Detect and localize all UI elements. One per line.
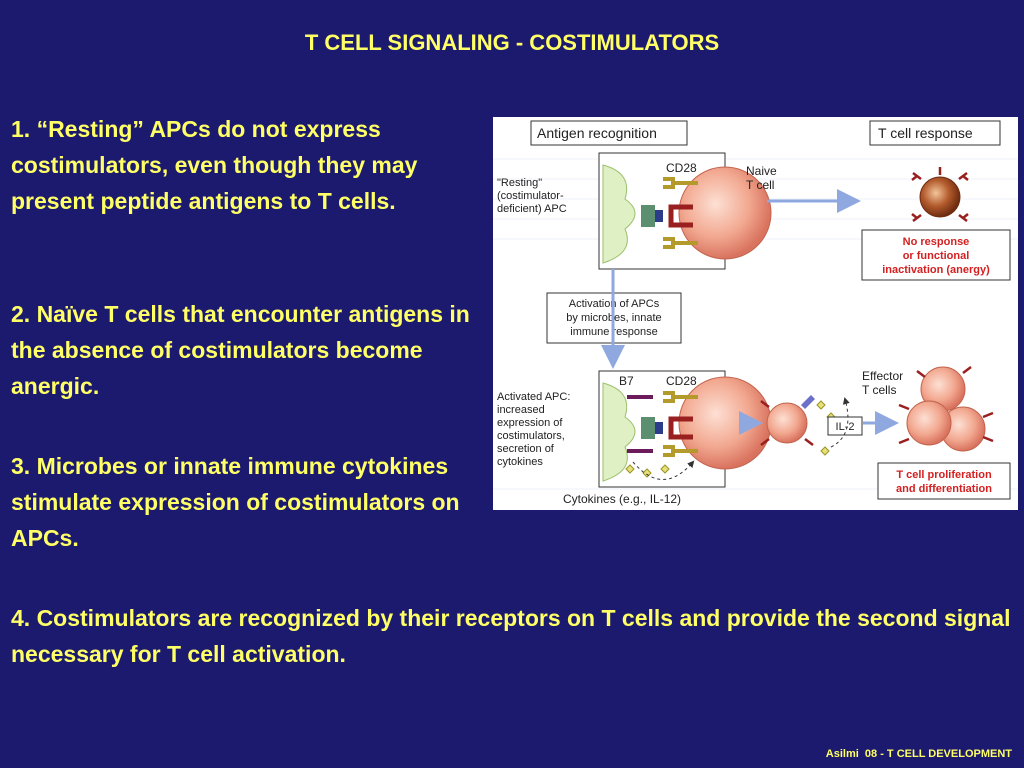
t-cell-response-label: T cell response [878, 125, 973, 141]
costimulation-diagram: Antigen recognition T cell response CD28… [493, 117, 1018, 510]
effector-t-cells [898, 366, 994, 452]
anergic-receptors [911, 167, 969, 222]
effector-label-2: T cells [862, 383, 896, 397]
activated-t-cell [678, 376, 772, 470]
cd28-top-label: CD28 [666, 161, 697, 175]
tcr-top [668, 204, 693, 228]
antigen-recognition-label: Antigen recognition [537, 125, 657, 141]
bullet-point-4: 4. Costimulators are recognized by their… [11, 605, 1011, 667]
il2-label: IL-2 [836, 421, 855, 433]
no-response-label-2: or functional [903, 250, 970, 262]
antigen-recognition-header [530, 120, 688, 146]
bullet-point-1: 1. “Resting” APCs do not express costimu… [11, 116, 418, 214]
activated-label-5: secretion of [497, 443, 555, 455]
naive-label-1: Naive [746, 164, 777, 178]
il2-autocrine-arrow [830, 397, 850, 448]
effector-cell-3 [906, 400, 952, 446]
activated-label-3: expression of [497, 417, 563, 429]
cd28-receptor-top [663, 177, 698, 189]
slide-footer: Asilmi 08 - T CELL DEVELOPMENT [825, 748, 1012, 760]
proliferation-label-1: T cell proliferation [896, 469, 992, 481]
activated-label-4: costimulators, [497, 430, 565, 442]
peptide-top [655, 210, 663, 222]
no-response-label-1: No response [903, 236, 970, 248]
tcr-bottom [668, 416, 693, 440]
proliferation-box [877, 462, 1011, 500]
cd28-bottom-label: CD28 [666, 374, 697, 388]
cytokines-label: Cytokines (e.g., IL-12) [563, 492, 681, 506]
no-response-label-3: inactivation (anergy) [882, 264, 990, 276]
activated-label-2: increased [497, 404, 545, 416]
anergic-t-cell [919, 176, 961, 218]
cd28-receptor-bottom [663, 391, 698, 403]
proliferation-label-2: and differentiation [896, 483, 992, 495]
activated-apc-cell [602, 382, 636, 482]
naive-t-cell [678, 166, 772, 260]
cytokine-particles [625, 464, 670, 478]
bullet-point-2: 2. Naïve T cells that encounter antigens… [11, 301, 470, 399]
slide-title: T CELL SIGNALING - COSTIMULATORS [304, 30, 720, 55]
activated-label-6: cytokines [497, 456, 543, 468]
receptor-lower-top [663, 237, 698, 249]
activated-label-1: Activated APC: [497, 391, 570, 403]
resting-apc-cell [602, 164, 636, 264]
il2-t-cell-receptors [760, 400, 814, 446]
bullet-point-3: 3. Microbes or innate immune cytokines s… [11, 453, 460, 551]
naive-label-2: T cell [746, 178, 774, 192]
mhc-molecule-bottom [641, 417, 655, 439]
effector-receptors [898, 366, 994, 445]
il2-secreting-t-cell [766, 402, 808, 444]
mhc-molecule-top [641, 205, 655, 227]
b7-label: B7 [619, 374, 634, 388]
resting-label-1: "Resting" [497, 177, 542, 189]
il2-receptor [801, 395, 815, 409]
t-cell-response-header [869, 120, 1001, 146]
effector-label-1: Effector [862, 369, 903, 383]
cd28-receptor-bottom-2 [663, 445, 698, 457]
cytokine-arrow [632, 460, 695, 480]
resting-label-3: deficient) APC [497, 203, 567, 215]
il2-box [827, 416, 863, 436]
resting-label-2: (costimulator- [497, 190, 564, 202]
no-response-box [861, 229, 1011, 281]
diagram-canvas: Antigen recognition T cell response CD28… [493, 120, 1018, 506]
peptide-bottom [655, 422, 663, 434]
